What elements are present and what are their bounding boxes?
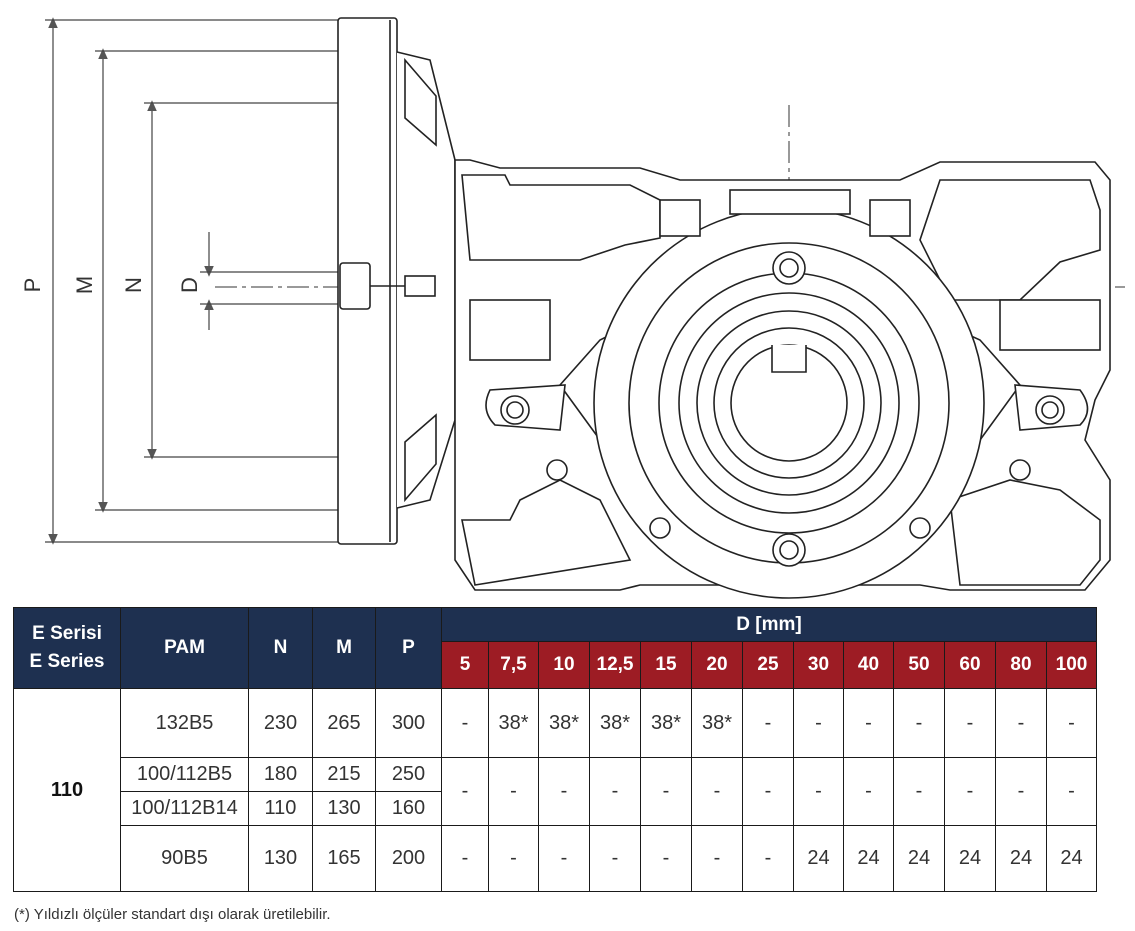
header-d-col: 5 [441,641,489,689]
d-value: - [538,757,590,826]
header-d-col: 50 [893,641,945,689]
d-value: 24 [995,825,1047,892]
m-value: 165 [312,825,376,892]
d-value: 38* [538,688,590,758]
d-value: - [1046,688,1097,758]
header-m: M [312,607,376,689]
n-value: 110 [248,791,313,826]
d-value: - [691,825,743,892]
d-value: - [995,757,1047,826]
table-row: 110 132B5 230 265 300 - 38* 38* 38* 38* … [13,688,1097,892]
m-value: 215 [312,757,376,792]
d-value: - [640,825,692,892]
pam-value: 90B5 [120,825,249,892]
header-d-col: 15 [640,641,692,689]
d-value: - [441,825,489,892]
header-d-col: 30 [793,641,844,689]
header-d-col: 40 [843,641,894,689]
dimension-table: E Serisi E Series PAM N M P D [mm] 5 7,5… [13,606,1097,892]
header-d-group: D [mm] [441,606,1097,643]
p-label: P [20,278,45,293]
d-value: - [441,757,489,826]
d-value: 38* [691,688,743,758]
d-value: - [742,825,794,892]
table-row: 100/112B5 180 215 250 - - - - - - - - - … [14,757,1097,826]
d-value: - [995,688,1047,758]
d-value: - [441,688,489,758]
m-label: M [72,276,97,294]
d-value: - [944,757,996,826]
d-value: - [893,757,945,826]
gearbox-technical-drawing: P M N D [20,17,1125,600]
header-d-col: 7,5 [488,641,539,689]
header-d-col: 100 [1046,641,1097,689]
d-value: - [1046,757,1097,826]
d-value: - [691,757,743,826]
d-value: - [538,825,590,892]
pam-value: 100/112B5 [120,757,249,792]
header-pam: PAM [120,607,249,689]
d-value: - [589,825,641,892]
pam-value: 132B5 [120,688,249,758]
d-value: 24 [793,825,844,892]
n-label: N [121,277,146,293]
d-value: - [843,757,894,826]
d-value: - [793,688,844,758]
gearbox-housing [454,159,1111,599]
d-value: - [843,688,894,758]
d-value: - [742,688,794,758]
p-value: 300 [375,688,442,758]
p-value: 200 [375,825,442,892]
header-p: P [375,607,442,689]
d-value: 24 [843,825,894,892]
header-d-col: 10 [538,641,590,689]
d-value: - [742,757,794,826]
series-value: 110 [13,688,121,892]
n-value: 180 [248,757,313,792]
m-value: 130 [312,791,376,826]
d-value: - [488,825,539,892]
d-value: - [589,757,641,826]
header-d-col: 60 [944,641,996,689]
d-value: - [640,757,692,826]
d-value: - [793,757,844,826]
table-row: 90B5 130 165 200 - - - - - - - 24 24 24 … [14,825,1097,892]
d-value: 38* [589,688,641,758]
input-flange [337,17,456,545]
header-n: N [248,607,313,689]
footnote: (*) Yıldızlı ölçüler standart dışı olara… [14,906,331,923]
pam-value: 100/112B14 [120,791,249,826]
d-value: - [944,688,996,758]
d-value: 38* [488,688,539,758]
d-value: - [488,757,539,826]
header-d-col: 20 [691,641,743,689]
header-series: E Serisi E Series [13,607,121,689]
n-value: 230 [248,688,313,758]
m-value: 265 [312,688,376,758]
d-value: 38* [640,688,692,758]
d-value: 24 [1046,825,1097,892]
p-value: 160 [375,791,442,826]
d-value: - [893,688,945,758]
header-d-col: 12,5 [589,641,641,689]
table-row: 100/112B14 110 130 160 [14,791,1097,826]
d-value: 24 [893,825,945,892]
header-d-col: 25 [742,641,794,689]
n-value: 130 [248,825,313,892]
d-value: 24 [944,825,996,892]
p-value: 250 [375,757,442,792]
header-d-col: 80 [995,641,1047,689]
d-label: D [177,277,202,293]
